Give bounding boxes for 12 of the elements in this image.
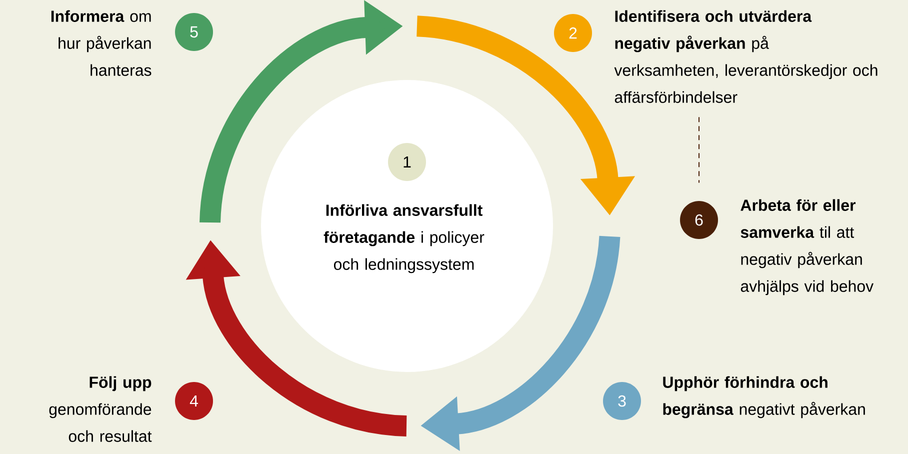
step-description: Följ upp genomförande och resultat bbox=[49, 376, 152, 442]
number-badge: 2 bbox=[554, 14, 592, 52]
number-badge: 4 bbox=[175, 382, 213, 420]
step-description: Identifisera och utvärdera negativ påverkan på verksamheten, leverantörskedjor och affärsförbindelser bbox=[614, 10, 878, 103]
step-description: Arbeta för eller samverka til att negativ påverkan avhjälps vid behov bbox=[740, 199, 874, 296]
number-badge: 3 bbox=[603, 382, 641, 420]
dashed-line bbox=[698, 116, 700, 184]
step-description: Upphör förhindra och begränsa negativt påverkan bbox=[663, 376, 865, 418]
number-badge: 6 bbox=[680, 201, 718, 239]
number-badge: 1 bbox=[388, 143, 426, 181]
step-description: Informera om hur påverkan hanteras bbox=[51, 10, 152, 76]
number-badge: 5 bbox=[175, 13, 213, 51]
